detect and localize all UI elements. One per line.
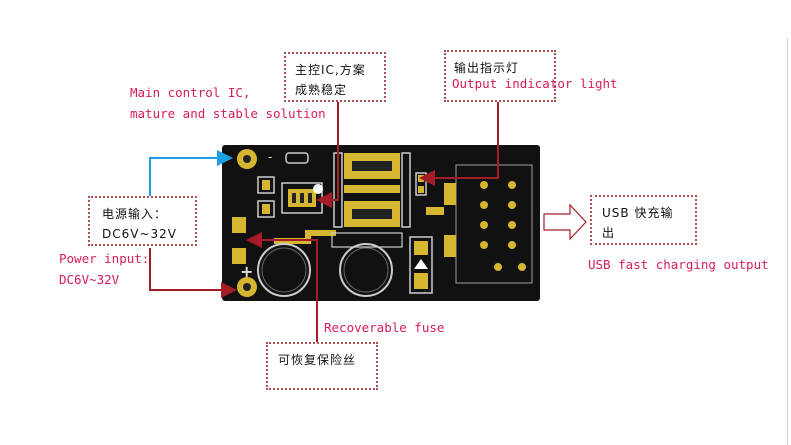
page-edge-line (787, 38, 788, 445)
fuse-label-box: 可恢复保险丝 (266, 342, 378, 390)
fuse-en: Recoverable fuse (324, 320, 445, 335)
usb-output-arrow (543, 203, 587, 241)
power-label-box: 电源输入： DC6V~32V (88, 196, 197, 246)
usb-label-box: USB 快充输 出 (590, 195, 697, 245)
fuse-leader (246, 232, 318, 350)
indicator-leader (419, 102, 499, 186)
main-ic-en-line1: Main control IC, (130, 85, 251, 100)
power-cn-line1: 电源输入： (102, 207, 168, 221)
indicator-en: Output indicator light (452, 76, 618, 91)
fuse-cn: 可恢复保险丝 (278, 353, 357, 367)
main-ic-leader (316, 100, 339, 208)
plus-sign: + (240, 262, 253, 281)
main-ic-label-box: 主控IC,方案 成熟稳定 (284, 52, 386, 102)
usb-cn-line2: 出 (602, 226, 616, 240)
usb-en: USB fast charging output (588, 257, 769, 272)
minus-sign: - (268, 150, 272, 164)
indicator-label-box: 输出指示灯 (444, 50, 556, 102)
indicator-cn: 输出指示灯 (454, 61, 520, 75)
power-cn-line2: DC6V~32V (102, 227, 177, 241)
power-en-line2: DC6V~32V (59, 272, 120, 287)
main-ic-en-line2: mature and stable solution (130, 106, 326, 121)
power-plus-leader (149, 248, 237, 298)
main-ic-cn-line2: 成熟稳定 (295, 83, 348, 97)
power-en-line1: Power input: (59, 251, 150, 266)
main-ic-cn-line1: 主控IC,方案 (295, 63, 366, 77)
usb-cn-line1: USB 快充输 (602, 206, 674, 220)
